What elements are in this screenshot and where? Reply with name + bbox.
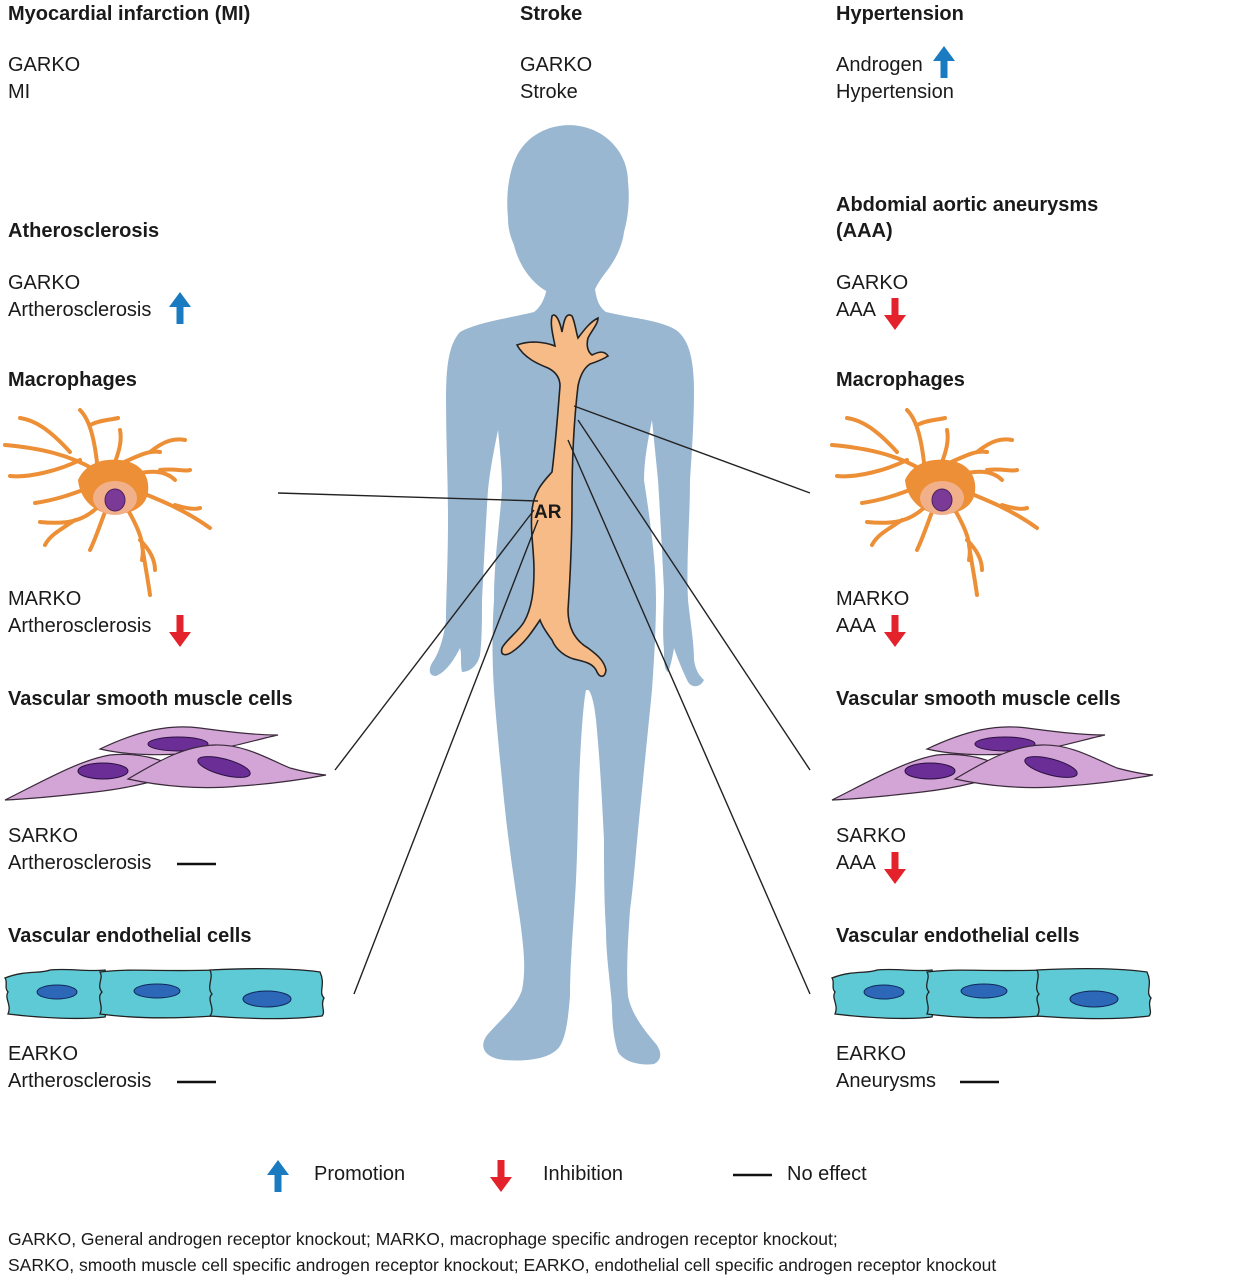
smooth-muscle-title-left: Vascular smooth muscle cells	[8, 688, 293, 710]
atherosclerosis-line2: Artherosclerosis	[8, 299, 152, 321]
endothelial-title-left: Vascular endothelial cells	[8, 925, 252, 947]
inhibition-arrow-icon	[169, 615, 191, 647]
atherosclerosis-title: Atherosclerosis	[8, 220, 160, 242]
inhibition-arrow-icon	[884, 298, 906, 330]
stroke-line2: Stroke	[520, 81, 578, 103]
endothelial-line2-left: Artherosclerosis	[8, 1070, 152, 1092]
aaa-title-line1: Abdomial aortic aneurysms	[836, 194, 1099, 216]
aaa-line1: GARKO	[836, 272, 909, 294]
atherosclerosis-line1: GARKO	[8, 272, 81, 294]
endothelial-line1-left: EARKO	[8, 1043, 79, 1065]
smooth-muscle-cells-left	[4, 726, 327, 801]
smooth-muscle-line2-right: AAA	[836, 852, 877, 874]
smooth-muscle-title-right: Vascular smooth muscle cells	[836, 688, 1121, 710]
connector-lines	[277, 405, 811, 995]
macrophages-title-right: Macrophages	[836, 369, 965, 391]
macrophages-line2-right: AAA	[836, 615, 877, 637]
stroke-title: Stroke	[520, 3, 583, 25]
hypertension-line2: Hypertension	[836, 81, 954, 103]
mi-line1: GARKO	[8, 54, 81, 76]
promotion-arrow-icon	[169, 292, 191, 324]
mi-title: Myocardial infarction (MI)	[8, 3, 251, 25]
endothelial-line2-right: Aneurysms	[836, 1070, 937, 1092]
aorta-shape	[500, 314, 610, 678]
endothelial-title-right: Vascular endothelial cells	[836, 925, 1080, 947]
endothelial-cells-left	[4, 968, 325, 1020]
macrophage-cell-right	[830, 408, 1039, 597]
hypertension-line1: Androgen	[836, 54, 923, 76]
legend-promotion-label: Promotion	[314, 1163, 406, 1185]
endothelial-cells-right	[831, 968, 1152, 1020]
footnote-line2: SARKO, smooth muscle cell specific andro…	[8, 1255, 997, 1275]
macrophages-line1-left: MARKO	[8, 588, 82, 610]
mi-line2: MI	[8, 81, 31, 103]
inhibition-arrow-icon	[884, 615, 906, 647]
androgen-receptor-label: AR	[534, 502, 562, 523]
macrophages-line1-right: MARKO	[836, 588, 910, 610]
stroke-line1: GARKO	[520, 54, 593, 76]
promotion-arrow-icon	[933, 46, 955, 78]
inhibition-arrow-icon	[884, 852, 906, 884]
legend-promotion-icon	[267, 1160, 289, 1192]
aaa-line2: AAA	[836, 299, 877, 321]
macrophage-cell-left	[3, 408, 212, 597]
smooth-muscle-line1-right: SARKO	[836, 825, 907, 847]
human-body-silhouette	[429, 125, 704, 1065]
legend-inhibition-label: Inhibition	[543, 1163, 624, 1185]
endothelial-line1-right: EARKO	[836, 1043, 907, 1065]
hypertension-title: Hypertension	[836, 3, 964, 25]
smooth-muscle-line1-left: SARKO	[8, 825, 79, 847]
smooth-muscle-cells-right	[831, 726, 1154, 801]
macrophages-title-left: Macrophages	[8, 369, 137, 391]
aaa-title-line2: (AAA)	[836, 220, 893, 242]
footnote-line1: GARKO, General androgen receptor knockou…	[8, 1229, 838, 1249]
legend-inhibition-icon	[490, 1160, 512, 1192]
smooth-muscle-line2-left: Artherosclerosis	[8, 852, 152, 874]
legend-no-effect-label: No effect	[787, 1163, 867, 1185]
macrophages-line2-left: Artherosclerosis	[8, 615, 152, 637]
